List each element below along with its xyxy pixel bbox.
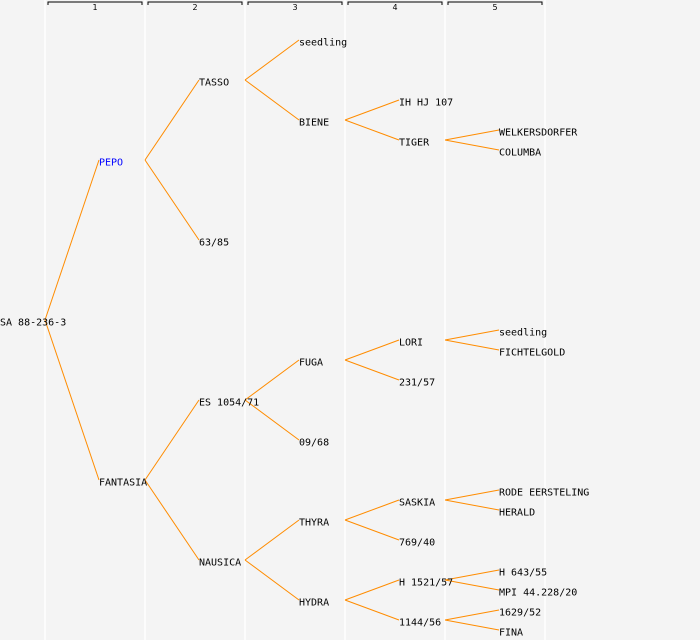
tree-edge <box>444 609 500 621</box>
tree-node-biene[interactable]: BIENE <box>299 118 329 129</box>
column-number: 4 <box>392 3 397 12</box>
tree-node-thyra[interactable]: THYRA <box>299 518 329 529</box>
tree-edge <box>444 139 500 151</box>
tree-node-h643[interactable]: H 643/55 <box>499 568 547 579</box>
tree-edge <box>244 399 300 441</box>
tree-node-es1054[interactable]: ES 1054/71 <box>199 398 259 409</box>
column-number: 2 <box>192 3 197 12</box>
tree-edge <box>444 569 500 581</box>
tree-edge <box>344 519 400 541</box>
tree-edge <box>344 99 400 121</box>
tree-edge <box>444 329 500 341</box>
tree-edge <box>344 579 400 601</box>
tree-edge <box>44 159 100 321</box>
tree-edge <box>344 599 400 621</box>
tree-node-seedling2[interactable]: seedling <box>499 328 547 339</box>
column-bracket <box>147 1 243 5</box>
tree-edge <box>344 499 400 521</box>
tree-edge <box>144 159 200 241</box>
tree-edge <box>144 79 200 161</box>
tree-edge <box>444 489 500 501</box>
tree-node-n162952[interactable]: 1629/52 <box>499 608 541 619</box>
tree-node-columba[interactable]: COLUMBA <box>499 148 541 159</box>
tree-edge <box>144 399 200 481</box>
tree-node-welk[interactable]: WELKERSDORFER <box>499 128 578 139</box>
tree-node-n0968[interactable]: 09/68 <box>299 438 329 449</box>
tree-edge <box>344 339 400 361</box>
tree-node-n6385[interactable]: 63/85 <box>199 238 229 249</box>
tree-node-ihhj[interactable]: IH HJ 107 <box>399 98 453 109</box>
tree-node-seedling1[interactable]: seedling <box>299 38 347 49</box>
tree-edge <box>44 319 100 481</box>
tree-node-h1521[interactable]: H 1521/57 <box>399 578 453 589</box>
tree-node-n23157[interactable]: 231/57 <box>399 378 435 389</box>
tree-edge <box>444 339 500 351</box>
column-bracket <box>447 1 543 5</box>
tree-node-saskia[interactable]: SASKIA <box>399 498 435 509</box>
column-number: 3 <box>292 3 297 12</box>
tree-node-pepo[interactable]: PEPO <box>99 158 123 169</box>
tree-edge <box>144 479 200 561</box>
tree-node-fichtel[interactable]: FICHTELGOLD <box>499 348 565 359</box>
tree-node-root[interactable]: SA 88-236-3 <box>0 318 66 329</box>
tree-edge <box>344 359 400 381</box>
tree-edge <box>444 579 500 591</box>
tree-node-rode[interactable]: RODE EERSTELING <box>499 488 589 499</box>
tree-node-fantasia[interactable]: FANTASIA <box>99 478 147 489</box>
column-number: 5 <box>492 3 497 12</box>
tree-edge <box>244 39 300 81</box>
tree-node-n114456[interactable]: 1144/56 <box>399 618 441 629</box>
tree-edge <box>344 119 400 141</box>
tree-node-nausica[interactable]: NAUSICA <box>199 558 241 569</box>
column-bracket <box>47 1 143 5</box>
tree-edge <box>444 499 500 511</box>
tree-node-n76940[interactable]: 769/40 <box>399 538 435 549</box>
tree-node-lori[interactable]: LORI <box>399 338 423 349</box>
column-bracket <box>347 1 443 5</box>
column-bracket <box>247 1 343 5</box>
tree-node-tiger[interactable]: TIGER <box>399 138 430 149</box>
tree-edge <box>244 359 300 401</box>
tree-edge <box>244 559 300 601</box>
column-number: 1 <box>92 3 97 12</box>
tree-node-tasso[interactable]: TASSO <box>199 78 229 89</box>
tree-edge <box>244 519 300 561</box>
tree-edge <box>444 619 500 631</box>
tree-node-herald[interactable]: HERALD <box>499 508 535 519</box>
tree-node-fina[interactable]: FINA <box>499 628 523 639</box>
tree-node-mpi[interactable]: MPI 44.228/20 <box>499 588 577 599</box>
tree-node-fuga[interactable]: FUGA <box>299 358 323 369</box>
tree-node-hydra[interactable]: HYDRA <box>299 598 329 609</box>
tree-edge <box>444 129 500 141</box>
tree-edge <box>244 79 300 121</box>
